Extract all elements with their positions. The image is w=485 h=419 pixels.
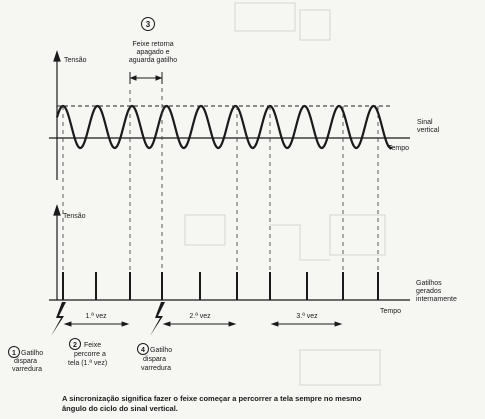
bottom-y-arrow [53, 204, 61, 216]
top-y-arrow [53, 50, 61, 62]
annotation-2-line3: tela (1.ª vez) [68, 360, 107, 367]
trigger-pulses [62, 272, 379, 300]
annotation-1-line1: Gatilho [21, 350, 43, 357]
vertical-signal-wave [55, 104, 393, 150]
background-artifacts [184, 2, 386, 386]
trigger-bolt-1 [51, 302, 66, 336]
top-x-label: Tempo [388, 145, 409, 152]
annotation-1-line3: varredura [12, 366, 42, 373]
signal-label-2: vertical [417, 127, 440, 134]
top-y-label: Tensão [64, 57, 87, 64]
annotation-1-number: 1 [12, 350, 16, 357]
annotation-1-line2: dispara [14, 358, 37, 365]
bottom-y-label: Tensão [63, 213, 86, 220]
annotation-2-line1: Feixe [84, 342, 101, 349]
annotation-2-circle [69, 338, 81, 350]
callout-3-line2: apagado e [136, 49, 169, 56]
callout-3-line1: Feixe retorna [132, 41, 173, 48]
callout-3-bracket [129, 72, 163, 84]
pulses-label-3: internamente [416, 296, 457, 303]
bottom-x-label: Tempo [380, 308, 401, 315]
sweep-2-label: 2.ª vez [189, 313, 211, 320]
annotation-4-line1: Gatilho [150, 347, 172, 354]
caption-line-1: A sincronização significa fazer o feixe … [62, 394, 362, 403]
annotation-1-circle [8, 346, 20, 358]
annotation-4-number: 4 [141, 347, 145, 354]
annotation-4-line2: dispara [143, 356, 166, 363]
sync-lines [62, 80, 379, 300]
annotation-4-circle [137, 343, 149, 355]
callout-3-number: 3 [146, 20, 151, 29]
caption-line-2: ângulo do ciclo do sinal vertical. [62, 404, 178, 413]
callout-3-line3: aguarda gatilho [129, 57, 177, 64]
sweep-brackets [63, 321, 343, 327]
bottom-plot [49, 204, 410, 301]
callout-3-circle [141, 17, 155, 31]
annotation-2-line2: percorre a [74, 351, 106, 358]
annotation-2-number: 2 [73, 342, 77, 349]
trigger-bolt-2 [150, 302, 165, 336]
sweep-1-label: 1.ª vez [85, 313, 107, 320]
sweep-3-label: 3.ª vez [296, 313, 318, 320]
pulses-label-2: gerados [416, 288, 442, 295]
annotation-4-line3: varredura [141, 365, 171, 372]
signal-label-1: Sinal [417, 119, 433, 126]
pulses-label-1: Gatilhos [416, 280, 442, 287]
